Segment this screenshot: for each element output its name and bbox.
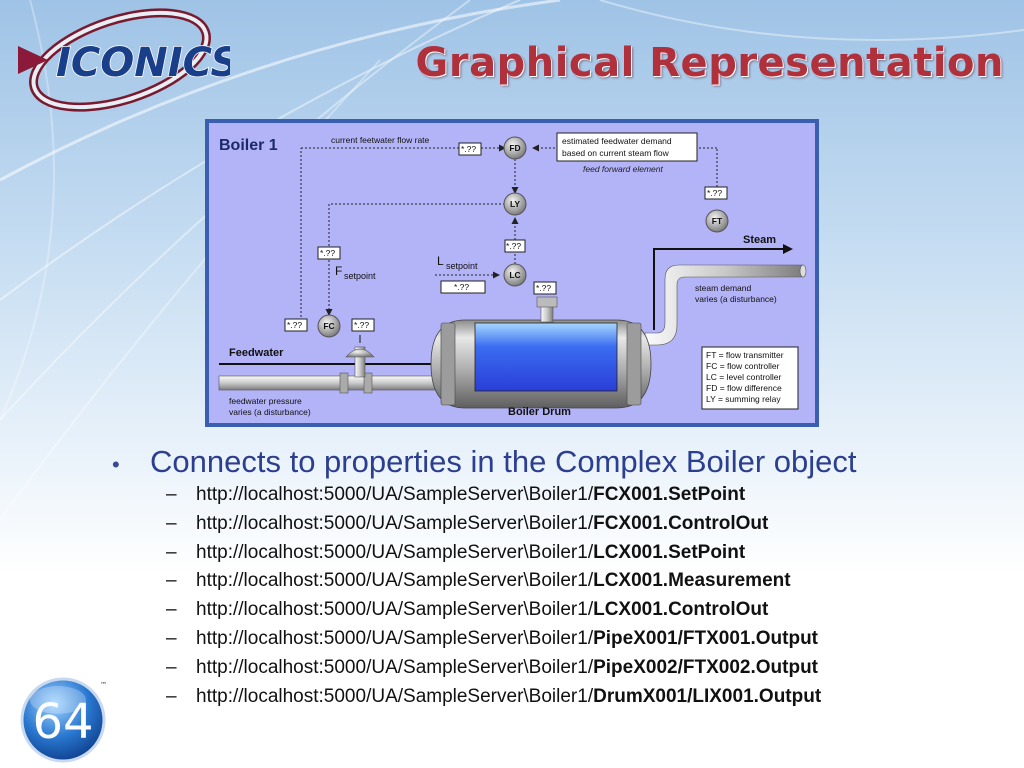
logo-text: ICONICS (56, 40, 230, 86)
svg-text:*.??: *.?? (454, 282, 469, 292)
slide-content: • Connects to properties in the Complex … (112, 444, 992, 714)
list-item: –http://localhost:5000/UA/SampleServer\B… (166, 541, 746, 563)
svg-text:*.??: *.?? (320, 248, 335, 258)
fc-instrument: FC (323, 321, 334, 331)
svg-text:setpoint: setpoint (344, 271, 376, 281)
boiler-diagram: Boiler 1 current feetwater flow rate est… (205, 119, 819, 427)
main-bullet: • Connects to properties in the Complex … (112, 444, 992, 480)
drum-water (474, 322, 618, 392)
slide-title: Graphical Representation (415, 40, 1004, 86)
list-item: –http://localhost:5000/UA/SampleServer\B… (166, 570, 791, 592)
ly-instrument: LY (510, 199, 520, 209)
list-item: –http://localhost:5000/UA/SampleServer\B… (166, 599, 769, 621)
main-bullet-text: Connects to properties in the Complex Bo… (150, 444, 857, 479)
svg-text:steam demand: steam demand (695, 283, 751, 293)
list-item: –http://localhost:5000/UA/SampleServer\B… (166, 656, 819, 678)
ft-instrument: FT (712, 216, 723, 226)
fd-instrument: FD (509, 143, 520, 153)
badge-text: 64 (32, 694, 93, 750)
list-item: –http://localhost:5000/UA/SampleServer\B… (166, 685, 822, 707)
svg-text:*.??: *.?? (354, 320, 369, 330)
svg-text:FT = flow transmitter: FT = flow transmitter (706, 350, 784, 360)
svg-text:Steam: Steam (743, 234, 776, 246)
svg-text:Boiler Drum: Boiler Drum (508, 406, 571, 418)
svg-text:F: F (335, 264, 342, 278)
iconics-logo: ICONICS (18, 8, 230, 112)
svg-text:FD = flow difference: FD = flow difference (706, 383, 782, 393)
list-item: –http://localhost:5000/UA/SampleServer\B… (166, 484, 746, 505)
svg-text:Feedwater: Feedwater (229, 347, 284, 359)
svg-text:varies (a disturbance): varies (a disturbance) (695, 294, 777, 304)
bullet-dot: • (112, 452, 120, 477)
flow-rate-label: current feetwater flow rate (331, 135, 430, 145)
svg-text:estimated feedwater demand: estimated feedwater demand (562, 136, 672, 146)
svg-text:varies (a disturbance): varies (a disturbance) (229, 407, 311, 417)
legend-box (701, 346, 799, 410)
svg-text:*.??: *.?? (461, 144, 476, 154)
svg-text:based on current steam flow: based on current steam flow (562, 148, 670, 158)
svg-text:setpoint: setpoint (446, 261, 478, 271)
svg-text:feedwater pressure: feedwater pressure (229, 396, 302, 406)
list-item: –http://localhost:5000/UA/SampleServer\B… (166, 627, 819, 649)
svg-text:LC = level controller: LC = level controller (706, 372, 782, 382)
ff-label: feed forward element (583, 164, 663, 174)
badge-tm: ™ (100, 681, 107, 689)
svg-text:L: L (437, 254, 444, 268)
diagram-title: Boiler 1 (219, 137, 278, 154)
svg-text:*.??: *.?? (506, 241, 521, 251)
svg-text:FC = flow controller: FC = flow controller (706, 361, 780, 371)
svg-text:LY = summing relay: LY = summing relay (706, 394, 781, 404)
svg-text:*.??: *.?? (536, 283, 551, 293)
property-list: –http://localhost:5000/UA/SampleServer\B… (112, 484, 992, 714)
list-item: –http://localhost:5000/UA/SampleServer\B… (166, 512, 769, 534)
svg-text:*.??: *.?? (287, 320, 302, 330)
badge-64-icon: 64 ™ (20, 677, 107, 763)
svg-text:*.??: *.?? (707, 188, 722, 198)
lc-instrument: LC (509, 270, 520, 280)
